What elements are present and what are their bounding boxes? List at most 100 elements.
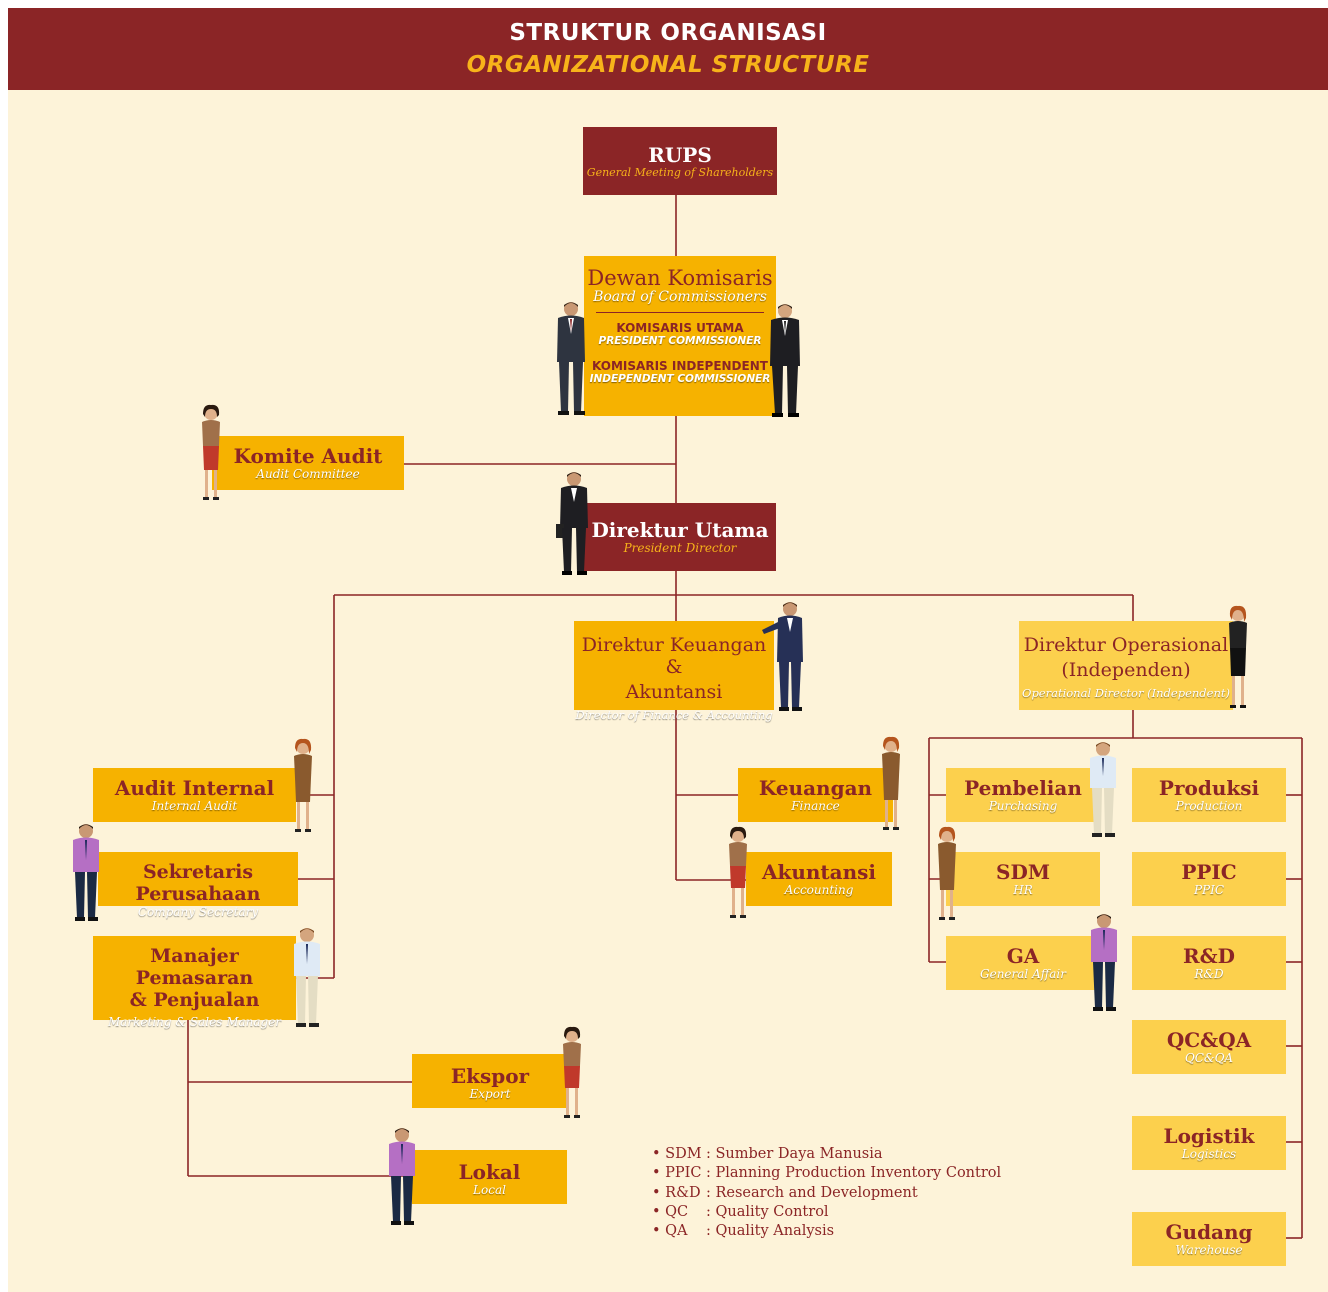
finance-english: Finance	[791, 799, 840, 813]
businesswoman-illustration	[882, 736, 900, 830]
node-rups-label: RUPS	[648, 143, 712, 167]
board-role2: KOMISARIS INDEPENDENT	[592, 359, 768, 373]
board-role1: KOMISARIS UTAMA	[616, 321, 744, 335]
node-operational-director: Direktur Operasional (Independen) Operat…	[1019, 621, 1233, 710]
purchasing-label: Pembelian	[964, 776, 1082, 800]
legend-desc: : Sumber Daya Manusia	[706, 1146, 883, 1162]
legend-abbr: • QC	[652, 1203, 689, 1220]
legend-abbr: • QA	[652, 1223, 688, 1240]
legend-item: • QA : Quality Analysis	[652, 1222, 1001, 1241]
production-label: Produksi	[1158, 776, 1260, 800]
board-english: Board of Commissioners	[593, 289, 767, 305]
node-president-director: Direktur Utama President Director	[584, 503, 776, 571]
title-indonesian: STRUKTUR ORGANISASI	[509, 20, 827, 46]
general-affair-english: General Affair	[980, 967, 1066, 981]
finance-director-label-line1: Direktur Keuangan &	[581, 634, 767, 678]
export-label: Ekspor	[450, 1064, 530, 1088]
businessman-illustration	[556, 472, 588, 575]
audit-committee-label: Komite Audit	[233, 444, 383, 468]
businessman-illustration	[73, 824, 99, 921]
qcqa-label: QC&QA	[1166, 1028, 1252, 1052]
node-logistics: Logistik Logistics	[1132, 1116, 1286, 1170]
company-secretary-english: Company Secretary	[137, 905, 259, 919]
finance-label: Keuangan	[758, 776, 873, 800]
president-director-english: President Director	[623, 541, 737, 555]
title-banner: STRUKTUR ORGANISASI ORGANIZATIONAL STRUC…	[8, 8, 1328, 90]
marketing-manager-label-line2: & Penjualan	[129, 989, 260, 1011]
board-label: Dewan Komisaris	[587, 266, 773, 290]
marketing-manager-label-line1: Manajer Pemasaran	[135, 945, 254, 989]
local-label: Lokal	[458, 1160, 521, 1184]
legend-desc: : Quality Control	[706, 1203, 829, 1220]
general-affair-label: GA	[1006, 944, 1040, 968]
node-ppic: PPIC PPIC	[1132, 852, 1286, 906]
businesswoman-illustration	[1229, 605, 1247, 708]
finance-director-label-line2: Akuntansi	[625, 681, 723, 703]
legend-item: • PPIC: Planning Production Inventory Co…	[652, 1164, 1001, 1183]
node-warehouse: Gudang Warehouse	[1132, 1212, 1286, 1266]
production-english: Production	[1175, 799, 1243, 813]
local-english: Local	[473, 1183, 506, 1197]
hr-label: SDM	[996, 860, 1050, 884]
board-divider	[596, 312, 764, 313]
businessman-illustration	[762, 602, 803, 711]
businessman-illustration	[1090, 742, 1116, 837]
audit-committee-english: Audit Committee	[256, 467, 360, 481]
node-rups-english: General Meeting of Shareholders	[586, 166, 774, 179]
node-rups: RUPS General Meeting of Shareholders	[583, 127, 777, 195]
operational-director-label-line2: (Independen)	[1061, 659, 1191, 681]
hr-english: HR	[1013, 883, 1033, 897]
businesswoman-illustration	[294, 738, 312, 832]
businessman-illustration	[770, 304, 800, 417]
node-finance-director: Direktur Keuangan & Akuntansi Director o…	[574, 621, 774, 722]
legend-desc: : Research and Development	[706, 1184, 918, 1201]
warehouse-label: Gudang	[1165, 1220, 1253, 1244]
export-english: Export	[469, 1087, 511, 1101]
node-rnd: R&D R&D	[1132, 936, 1286, 990]
node-board-of-commissioners: Dewan Komisaris Board of Commissioners K…	[584, 256, 776, 416]
legend-item: • R&D : Research and Development	[652, 1184, 1001, 1203]
businesswoman-illustration	[729, 826, 747, 918]
node-local: Lokal Local	[412, 1150, 567, 1204]
legend-item: • QC : Quality Control	[652, 1203, 1001, 1222]
marketing-manager-english: Marketing & Sales Manager	[107, 1015, 282, 1029]
businessman-illustration	[1091, 914, 1117, 1011]
businesswoman-illustration	[202, 404, 220, 500]
accounting-label: Akuntansi	[761, 860, 877, 884]
node-production: Produksi Production	[1132, 768, 1286, 822]
ppic-label: PPIC	[1181, 860, 1237, 884]
businessman-illustration	[557, 302, 585, 415]
company-secretary-label: Sekretaris Perusahaan	[135, 861, 261, 905]
rnd-label: R&D	[1182, 944, 1236, 968]
internal-audit-label: Audit Internal	[114, 776, 275, 800]
finance-director-english: Director of Finance & Accounting	[575, 708, 773, 722]
purchasing-english: Purchasing	[988, 799, 1058, 813]
warehouse-english: Warehouse	[1175, 1243, 1243, 1257]
operational-director-english: Operational Director (Independent)	[1022, 686, 1230, 700]
node-company-secretary: Sekretaris Perusahaan Company Secretary	[98, 852, 298, 919]
board-role2-english: INDEPENDENT COMMISSIONER	[589, 373, 771, 385]
legend-abbr: • PPIC	[652, 1165, 702, 1182]
node-purchasing: Pembelian Purchasing	[946, 768, 1100, 822]
logistics-label: Logistik	[1163, 1124, 1255, 1148]
node-export: Ekspor Export	[412, 1054, 568, 1108]
operational-director-label-line1: Direktur Operasional	[1023, 634, 1229, 656]
president-director-label: Direktur Utama	[591, 518, 769, 542]
businesswoman-illustration	[563, 1026, 581, 1118]
title-english: ORGANIZATIONAL STRUCTURE	[466, 52, 870, 78]
legend-desc: : Planning Production Inventory Control	[706, 1165, 1002, 1182]
node-internal-audit: Audit Internal Internal Audit	[93, 768, 296, 822]
accounting-english: Accounting	[784, 883, 854, 897]
abbreviation-legend: • SDM: Sumber Daya Manusia • PPIC: Plann…	[652, 1145, 1001, 1241]
legend-item: • SDM: Sumber Daya Manusia	[652, 1145, 1001, 1164]
legend-abbr: • SDM	[652, 1146, 702, 1162]
node-audit-committee: Komite Audit Audit Committee	[212, 436, 404, 490]
ppic-english: PPIC	[1193, 883, 1225, 897]
logistics-english: Logistics	[1181, 1147, 1237, 1161]
node-marketing-manager: Manajer Pemasaran & Penjualan Marketing …	[93, 936, 296, 1029]
businessman-illustration	[294, 928, 320, 1027]
businessman-illustration	[389, 1128, 415, 1225]
legend-abbr: • R&D	[652, 1184, 701, 1201]
legend-desc: : Quality Analysis	[706, 1223, 835, 1240]
